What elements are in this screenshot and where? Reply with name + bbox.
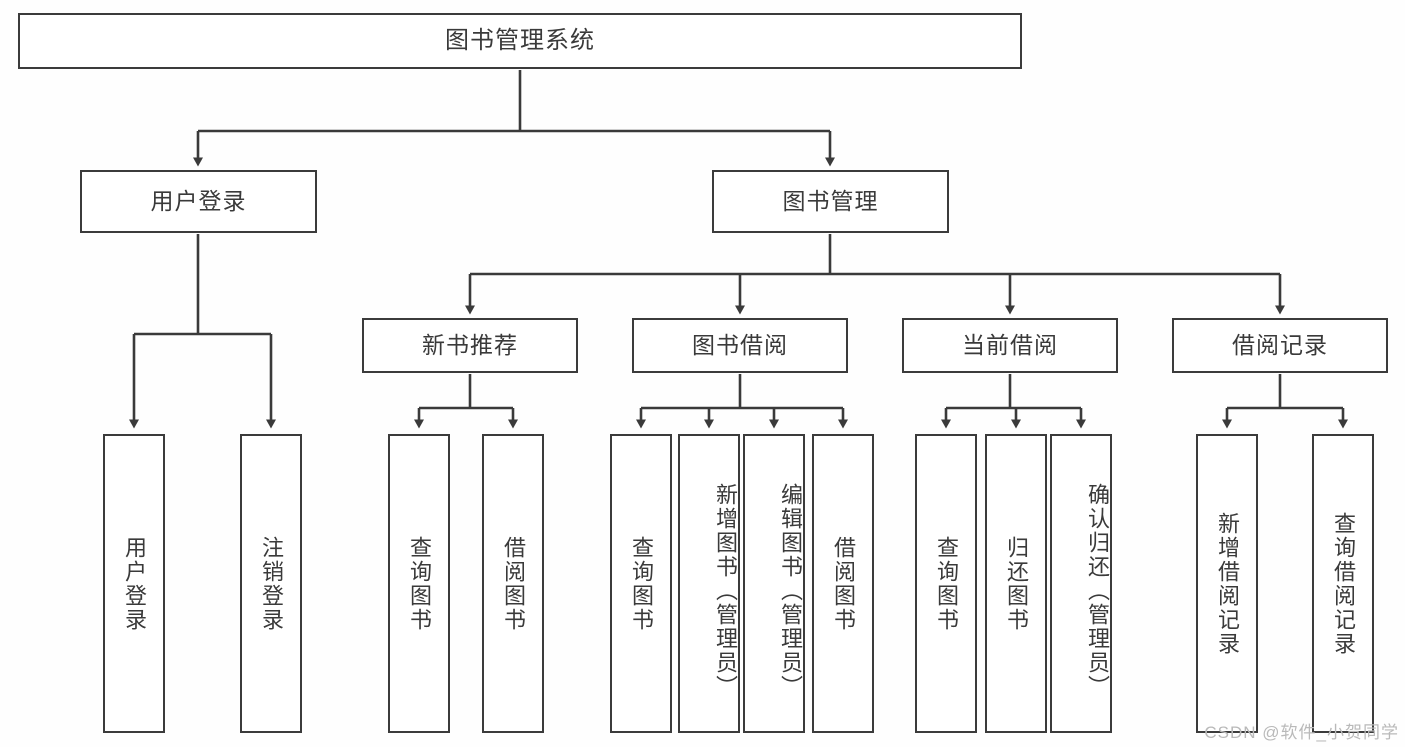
leaf-borrow-edit-book-admin[interactable]: 编辑图书（管理员） (743, 434, 805, 733)
node-root-system[interactable]: 图书管理系统 (18, 13, 1022, 69)
node-label: 借阅图书 (500, 535, 526, 632)
leaf-user-login-logout[interactable]: 注销登录 (240, 434, 302, 733)
node-label: 新增图书（管理员） (713, 482, 738, 699)
node-user-login[interactable]: 用户登录 (80, 170, 317, 233)
leaf-current-confirm-return-admin[interactable]: 确认归还（管理员） (1050, 434, 1112, 733)
watermark: CSDN @软件_小贺同学 (1204, 723, 1399, 742)
node-label: 查询图书 (933, 535, 959, 632)
node-new-book-recommend[interactable]: 新书推荐 (362, 318, 578, 373)
leaf-records-add-record[interactable]: 新增借阅记录 (1196, 434, 1258, 733)
leaf-borrow-query-book[interactable]: 查询图书 (610, 434, 672, 733)
node-label: 查询图书 (406, 535, 432, 632)
node-label: 编辑图书（管理员） (778, 482, 803, 699)
node-label: 用户登录 (121, 535, 147, 632)
node-book-management[interactable]: 图书管理 (712, 170, 949, 233)
node-label: 图书管理 (782, 187, 879, 214)
node-label: 注销登录 (258, 535, 284, 632)
node-label: 归还图书 (1003, 535, 1029, 632)
node-label: 新增借阅记录 (1214, 511, 1240, 656)
node-label: 确认归还（管理员） (1085, 482, 1110, 699)
leaf-borrow-add-book-admin[interactable]: 新增图书（管理员） (678, 434, 740, 733)
leaf-borrow-borrow-book[interactable]: 借阅图书 (812, 434, 874, 733)
node-book-borrow[interactable]: 图书借阅 (632, 318, 848, 373)
node-label: 用户登录 (150, 187, 247, 214)
node-label: 借阅记录 (1232, 331, 1328, 358)
node-label: 新书推荐 (422, 331, 518, 358)
node-current-borrow[interactable]: 当前借阅 (902, 318, 1118, 373)
node-label: 查询图书 (628, 535, 654, 632)
node-label: 查询借阅记录 (1330, 511, 1356, 656)
node-label: 当前借阅 (962, 331, 1058, 358)
leaf-user-login-login[interactable]: 用户登录 (103, 434, 165, 733)
leaf-current-return-book[interactable]: 归还图书 (985, 434, 1047, 733)
node-label: 图书借阅 (692, 331, 788, 358)
leaf-recommend-borrow-book[interactable]: 借阅图书 (482, 434, 544, 733)
leaf-recommend-query-book[interactable]: 查询图书 (388, 434, 450, 733)
node-borrow-records[interactable]: 借阅记录 (1172, 318, 1388, 373)
node-label: 借阅图书 (830, 535, 856, 632)
leaf-current-query-book[interactable]: 查询图书 (915, 434, 977, 733)
node-label: 图书管理系统 (445, 26, 595, 54)
leaf-records-query-record[interactable]: 查询借阅记录 (1312, 434, 1374, 733)
